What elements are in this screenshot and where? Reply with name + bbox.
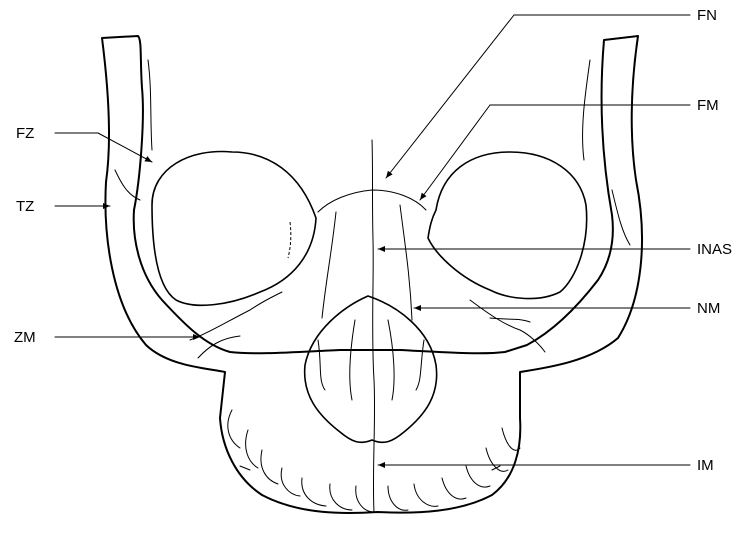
- label-nm: NM: [697, 301, 720, 316]
- leader-fm-arrow: [420, 105, 490, 200]
- label-inas: INAS: [697, 242, 732, 257]
- label-zm: ZM: [14, 330, 36, 345]
- label-fn: FN: [697, 8, 717, 23]
- skull-outline: [102, 36, 642, 513]
- label-tz: TZ: [16, 199, 34, 214]
- label-fz: FZ: [16, 126, 34, 141]
- label-im: IM: [697, 458, 714, 473]
- label-fm: FM: [697, 98, 719, 113]
